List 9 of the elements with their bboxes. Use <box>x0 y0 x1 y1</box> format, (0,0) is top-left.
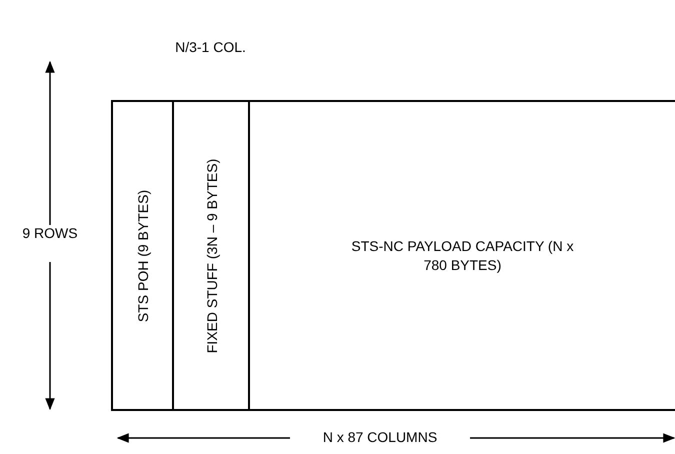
column-label: STS-NC PAYLOAD CAPACITY (N x 780 BYTES) <box>350 236 575 274</box>
dimension-label: 9 ROWS <box>21 224 79 243</box>
frame-column <box>172 100 249 411</box>
column-count-label: N/3-1 COL. <box>174 38 247 57</box>
dimension-label: N x 87 COLUMNS <box>322 428 438 447</box>
column-label: STS POH (9 BYTES) <box>135 189 151 322</box>
frame-column <box>248 100 675 411</box>
column-label: FIXED STUFF (3N – 9 BYTES) <box>204 158 220 353</box>
frame-column <box>111 100 173 411</box>
